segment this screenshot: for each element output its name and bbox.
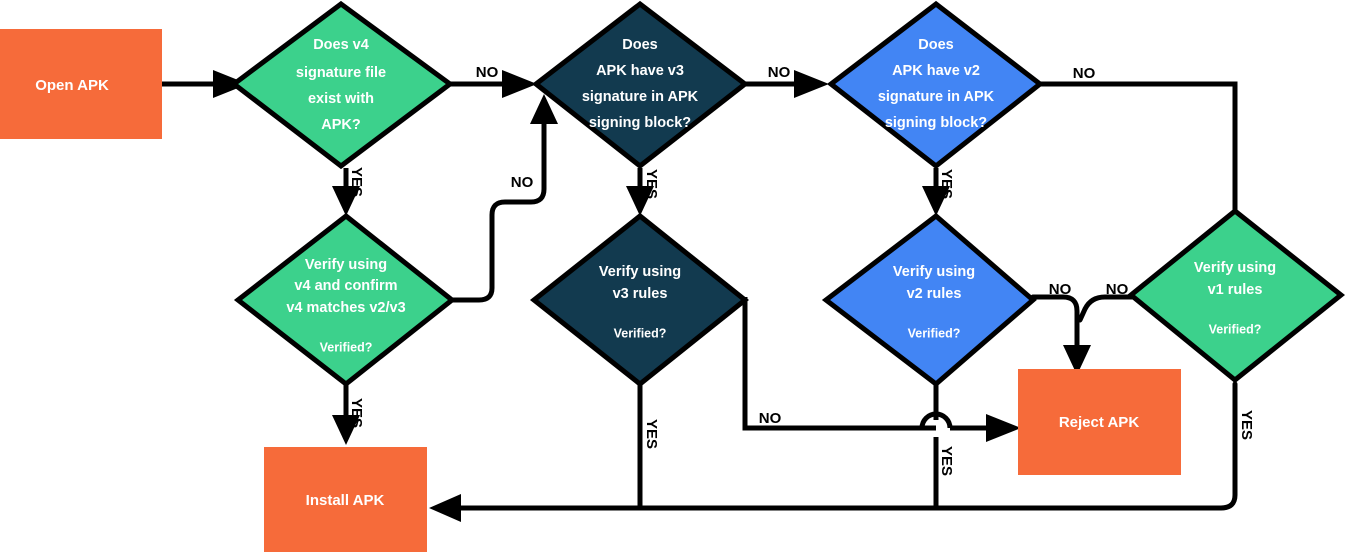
verify-v3-line1: Verify using xyxy=(599,264,681,280)
node-verify-v1[interactable]: Verify using v1 rules Verified? xyxy=(1127,207,1346,384)
edge-verifyv3-no xyxy=(742,297,936,431)
line-hop-icon xyxy=(919,411,953,429)
node-verify-v3[interactable]: Verify using v3 rules Verified? xyxy=(529,212,750,388)
node-question-v4-file[interactable]: Does v4 signature file exist with APK? xyxy=(229,0,455,170)
edge-label-v4question-no: NO xyxy=(476,64,499,81)
arrowhead-v4question-yes xyxy=(332,186,360,216)
verify-v2-line1: Verify using xyxy=(893,264,975,280)
question-v2-block-diamond xyxy=(826,0,1045,170)
install-apk-rect xyxy=(264,447,427,552)
node-open-apk[interactable]: Open APK xyxy=(0,29,162,139)
arrowhead-bottom-bus-to-install xyxy=(429,494,461,522)
edge-verifyv1-yes xyxy=(444,381,1238,511)
edge-label-v3question-no: NO xyxy=(768,64,791,81)
verify-v3-diamond xyxy=(529,212,750,388)
edge-label-v4question-yes: YES xyxy=(348,167,365,197)
edge-verifyv4-no xyxy=(449,117,547,303)
verify-v4-line1: Verify using xyxy=(305,257,387,273)
edge-label-verifyv2-no: NO xyxy=(1049,281,1072,298)
verify-v4-diamond xyxy=(233,212,457,388)
arrowhead-v4question-no xyxy=(502,70,537,98)
arrowhead-v3question-no xyxy=(794,70,829,98)
edge-verifyv2-no xyxy=(1030,294,1080,355)
question-v3-block-line4: signing block? xyxy=(589,115,691,131)
verify-v3-sub: Verified? xyxy=(614,326,667,340)
edge-label-verifyv3-no: NO xyxy=(759,410,782,427)
verify-v4-line3: v4 matches v2/v3 xyxy=(286,300,405,316)
arrowhead-verifyv4-no xyxy=(530,94,558,124)
verify-v2-line2: v2 rules xyxy=(907,286,962,302)
arrowhead-no-bus-to-reject xyxy=(986,414,1021,442)
edge-label-verifyv1-yes: YES xyxy=(1238,410,1255,440)
question-v2-block-line3: signature in APK xyxy=(878,89,995,105)
verify-v1-diamond xyxy=(1127,207,1346,384)
question-v4-file-line2: signature file xyxy=(296,65,386,81)
verify-v2-sub: Verified? xyxy=(908,326,961,340)
arrowhead-verifyv2-no xyxy=(1063,345,1091,375)
reject-apk-rect xyxy=(1018,369,1181,475)
question-v4-file-diamond xyxy=(229,0,455,170)
install-apk-label: Install APK xyxy=(306,492,385,509)
question-v3-block-line3: signature in APK xyxy=(582,89,699,105)
verify-v2-diamond xyxy=(821,212,1037,388)
arrowhead-v3question-yes xyxy=(626,186,654,216)
edge-label-v3question-yes: YES xyxy=(643,169,660,199)
question-v2-block-line2: APK have v2 xyxy=(892,63,980,79)
verify-v1-sub: Verified? xyxy=(1209,322,1262,336)
question-v4-file-line3: exist with xyxy=(308,91,374,107)
edge-label-verifyv4-yes: YES xyxy=(348,398,365,428)
arrowhead-verifyv4-yes xyxy=(332,415,360,445)
edge-label-v2question-yes: YES xyxy=(938,169,955,199)
node-install-apk[interactable]: Install APK xyxy=(264,447,427,552)
reject-apk-label: Reject APK xyxy=(1059,414,1139,431)
edge-label-verifyv3-yes: YES xyxy=(643,419,660,449)
node-verify-v4[interactable]: Verify using v4 and confirm v4 matches v… xyxy=(233,212,457,388)
verify-v3-line2: v3 rules xyxy=(613,286,668,302)
edge-v2question-no xyxy=(1040,81,1238,211)
edge-label-v2question-no: NO xyxy=(1073,65,1096,82)
verify-v1-line2: v1 rules xyxy=(1208,282,1263,298)
question-v2-block-line4: signing block? xyxy=(885,115,987,131)
edge-label-verifyv4-no: NO xyxy=(511,174,534,191)
edge-verifyv1-no-join xyxy=(1077,294,1143,323)
verify-v4-sub: Verified? xyxy=(320,340,373,354)
edge-label-verifyv1-no: NO xyxy=(1106,281,1129,298)
question-v4-file-line4: APK? xyxy=(321,117,361,133)
node-question-v3-block[interactable]: Does APK have v3 signature in APK signin… xyxy=(531,0,750,170)
question-v3-block-line1: Does xyxy=(622,37,657,53)
question-v3-block-line2: APK have v3 xyxy=(596,63,684,79)
question-v2-block-line1: Does xyxy=(918,37,953,53)
node-question-v2-block[interactable]: Does APK have v2 signature in APK signin… xyxy=(826,0,1045,170)
node-verify-v2[interactable]: Verify using v2 rules Verified? xyxy=(821,212,1037,388)
verify-v4-line2: v4 and confirm xyxy=(294,278,397,294)
open-apk-rect xyxy=(0,29,162,139)
question-v3-block-diamond xyxy=(531,0,750,170)
node-reject-apk[interactable]: Reject APK xyxy=(1018,369,1181,475)
question-v4-file-line1: Does v4 xyxy=(313,37,369,53)
edge-label-verifyv2-yes: YES xyxy=(938,446,955,476)
arrowhead-v2question-yes xyxy=(922,186,950,216)
verify-v1-line1: Verify using xyxy=(1194,260,1276,276)
open-apk-label: Open APK xyxy=(35,77,109,94)
